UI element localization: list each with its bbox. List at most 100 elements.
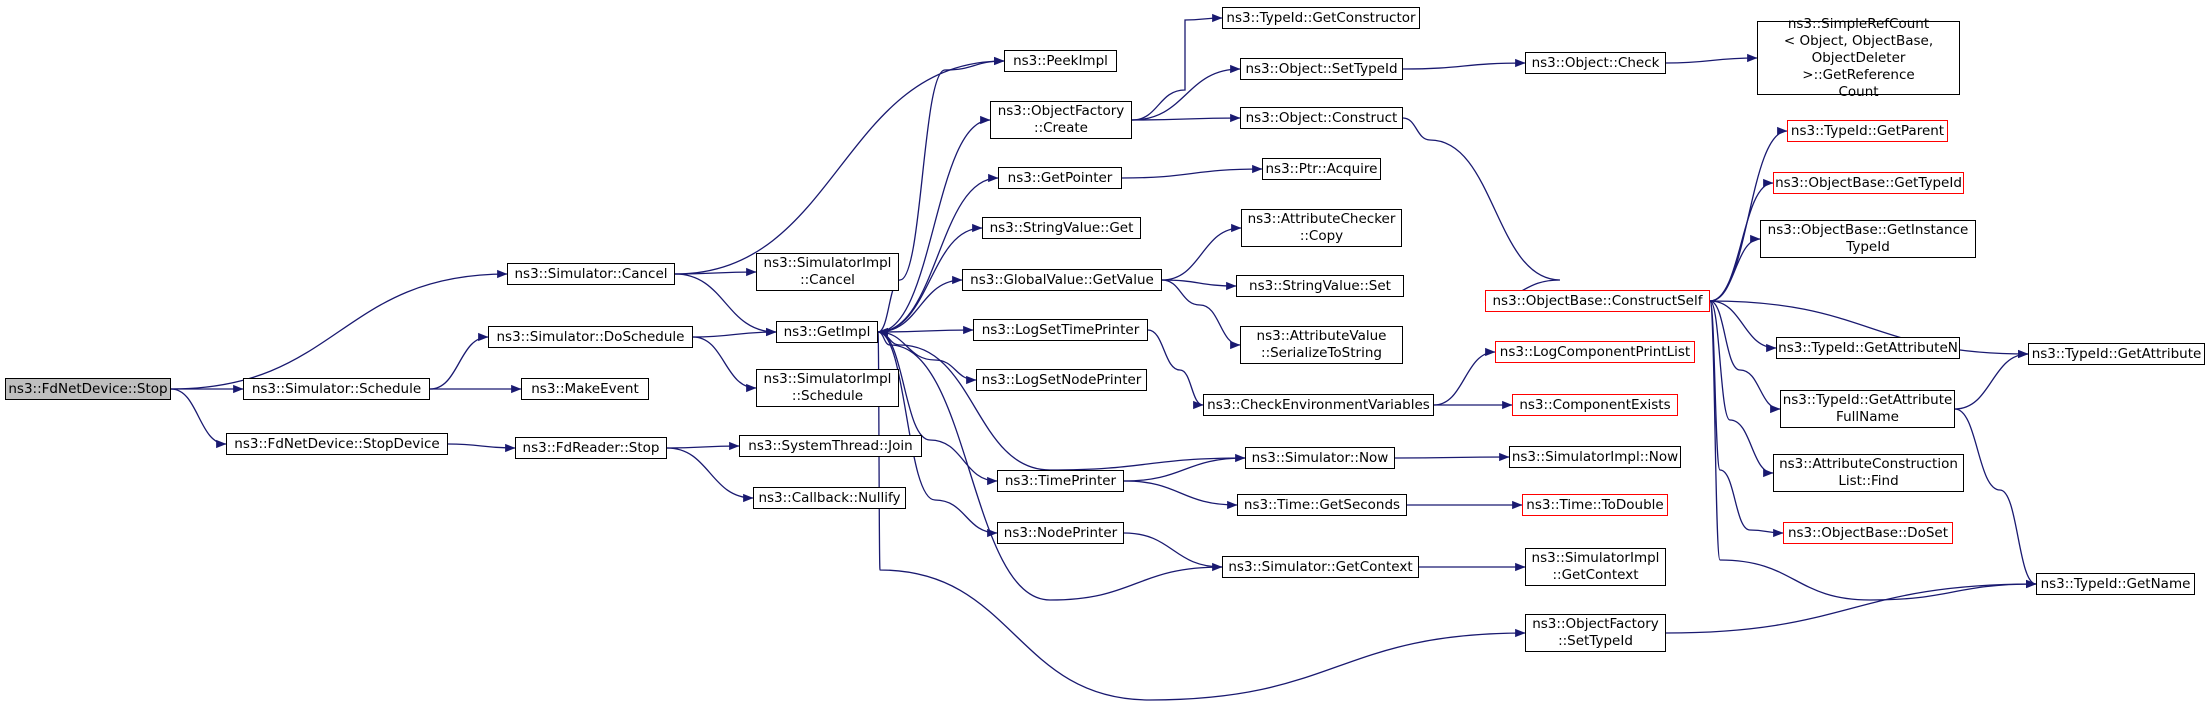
edge-sim-schedule-to-sim-doschedule	[429, 332, 489, 390]
edge-globalvalue-getvalue-to-stringvalue-set	[1161, 279, 1237, 291]
graph-node-typeid-getparent[interactable]: ns3::TypeId::GetParent	[1787, 120, 1948, 142]
edge-objfactory-create-to-object-construct	[1131, 113, 1241, 123]
edge-getimpl-to-objfactory-create	[877, 115, 991, 333]
graph-node-typeid-getattribute[interactable]: ns3::TypeId::GetAttribute	[2028, 343, 2205, 365]
edge-nodeprinter-to-sim-getcontext	[1123, 532, 1223, 572]
graph-node-objbase-gettypeid[interactable]: ns3::ObjectBase::GetTypeId	[1773, 172, 1964, 194]
graph-node-checkenvvars[interactable]: ns3::CheckEnvironmentVariables	[1203, 394, 1434, 416]
graph-node-typeid-getattrfullname[interactable]: ns3::TypeId::GetAttribute FullName	[1780, 390, 1955, 428]
graph-node-typeid-getattributen[interactable]: ns3::TypeId::GetAttributeN	[1776, 337, 1960, 359]
edge-getpointer-to-ptr-acquire	[1121, 164, 1263, 179]
graph-node-sim-schedule[interactable]: ns3::Simulator::Schedule	[243, 378, 430, 400]
edge-objbase-constructself-to-typeid-getattributen	[1709, 300, 1777, 353]
graph-node-typeid-getconstructor[interactable]: ns3::TypeId::GetConstructor	[1222, 7, 1420, 29]
graph-node-systhread-join[interactable]: ns3::SystemThread::Join	[739, 435, 922, 457]
edge-timeprinter-to-time-getseconds	[1123, 480, 1238, 510]
graph-node-stringvalue-get[interactable]: ns3::StringValue::Get	[982, 217, 1141, 239]
edge-fdnet-stop-to-sim-cancel	[170, 269, 508, 390]
edge-objbase-constructself-to-typeid-getname	[1709, 300, 2037, 601]
graph-node-simimpl-getcontext[interactable]: ns3::SimulatorImpl ::GetContext	[1525, 548, 1666, 586]
edge-objbase-constructself-to-objbase-doset	[1709, 300, 1784, 538]
graph-node-object-settypeid[interactable]: ns3::Object::SetTypeId	[1240, 58, 1403, 80]
edge-fdnet-stop-to-fdnet-stopdevice	[170, 388, 227, 449]
edge-sim-doschedule-to-getimpl	[692, 327, 777, 338]
edge-objbase-constructself-to-attrconstructionlist-find	[1709, 300, 1774, 478]
graph-node-attrvalue-serialize[interactable]: ns3::AttributeValue ::SerializeToString	[1240, 326, 1403, 364]
graph-node-objbase-getinstancetypeid[interactable]: ns3::ObjectBase::GetInstance TypeId	[1760, 220, 1976, 258]
graph-node-logsettimeprinter[interactable]: ns3::LogSetTimePrinter	[973, 319, 1148, 341]
graph-node-simimpl-schedule[interactable]: ns3::SimulatorImpl ::Schedule	[756, 369, 899, 407]
edge-getimpl-to-timeprinter	[877, 331, 998, 486]
graph-node-getpointer[interactable]: ns3::GetPointer	[998, 167, 1122, 189]
edge-logsettimeprinter-to-checkenvvars	[1147, 329, 1204, 410]
edge-typeid-getattrfullname-to-typeid-getname	[1954, 408, 2037, 589]
edge-objbase-constructself-to-objbase-getinstancetypeid	[1709, 234, 1761, 302]
graph-node-simimpl-now[interactable]: ns3::SimulatorImpl::Now	[1509, 446, 1681, 468]
graph-node-ptr-acquire[interactable]: ns3::Ptr::Acquire	[1262, 158, 1381, 180]
graph-node-objbase-doset[interactable]: ns3::ObjectBase::DoSet	[1783, 522, 1953, 544]
graph-node-time-todouble[interactable]: ns3::Time::ToDouble	[1522, 494, 1668, 516]
edge-fdnet-stopdevice-to-fdreader-stop	[447, 443, 516, 453]
graph-node-fdreader-stop[interactable]: ns3::FdReader::Stop	[515, 437, 667, 459]
graph-node-sim-cancel[interactable]: ns3::Simulator::Cancel	[507, 263, 675, 285]
edge-objfactory-create-to-object-settypeid	[1131, 64, 1241, 121]
edge-object-settypeid-to-object-check	[1402, 58, 1526, 70]
edge-getimpl-to-logsetnodeprinter	[877, 331, 977, 385]
edge-getimpl-to-peekimpl	[877, 56, 1005, 333]
graph-node-logsetnodeprinter[interactable]: ns3::LogSetNodePrinter	[976, 369, 1147, 391]
graph-node-object-check[interactable]: ns3::Object::Check	[1525, 52, 1666, 74]
edge-getimpl-to-logsettimeprinter	[877, 325, 974, 335]
edge-sim-getcontext-to-getimpl	[877, 327, 1223, 601]
graph-node-makeevent[interactable]: ns3::MakeEvent	[521, 378, 649, 400]
graph-node-nodeprinter[interactable]: ns3::NodePrinter	[997, 522, 1124, 544]
edge-timeprinter-to-sim-now	[1123, 453, 1246, 482]
graph-node-attrchecker-copy[interactable]: ns3::AttributeChecker ::Copy	[1241, 209, 1402, 247]
graph-node-peekimpl[interactable]: ns3::PeekImpl	[1004, 50, 1117, 72]
graph-node-getimpl[interactable]: ns3::GetImpl	[776, 321, 878, 343]
graph-node-fdnet-stopdevice[interactable]: ns3::FdNetDevice::StopDevice	[226, 433, 448, 455]
edge-getimpl-to-globalvalue-getvalue	[877, 275, 963, 333]
edge-objbase-constructself-to-typeid-getattribute	[1709, 300, 2029, 359]
edge-sim-now-to-getimpl	[877, 327, 1246, 471]
graph-node-attrconstructionlist-find[interactable]: ns3::AttributeConstruction List::Find	[1773, 454, 1964, 492]
graph-node-sim-doschedule[interactable]: ns3::Simulator::DoSchedule	[488, 326, 693, 348]
graph-node-stringvalue-set[interactable]: ns3::StringValue::Set	[1236, 275, 1404, 297]
graph-node-componentexists[interactable]: ns3::ComponentExists	[1512, 394, 1678, 416]
edge-sim-now-to-simimpl-now	[1394, 452, 1510, 462]
edge-getimpl-to-nodeprinter	[877, 331, 998, 538]
graph-node-timeprinter[interactable]: ns3::TimePrinter	[997, 470, 1124, 492]
graph-node-logcomponentprintlist[interactable]: ns3::LogComponentPrintList	[1495, 341, 1695, 363]
graph-node-fdnet-stop[interactable]: ns3::FdNetDevice::Stop	[5, 378, 171, 400]
graph-node-object-construct[interactable]: ns3::Object::Construct	[1240, 107, 1403, 129]
edge-objfactory-create-to-typeid-getconstructor	[1131, 13, 1223, 121]
edge-sim-cancel-to-getimpl	[674, 273, 777, 337]
graph-node-time-getseconds[interactable]: ns3::Time::GetSeconds	[1237, 494, 1407, 516]
graph-node-callback-nullify[interactable]: ns3::Callback::Nullify	[753, 487, 906, 509]
graph-node-typeid-getname[interactable]: ns3::TypeId::GetName	[2036, 573, 2195, 595]
edge-objfactory-settypeid-to-typeid-getname	[1665, 579, 2037, 634]
edge-object-check-to-simplerefcount	[1665, 53, 1758, 64]
edge-objbase-constructself-to-typeid-getattrfullname	[1709, 300, 1781, 414]
edge-typeid-getattrfullname-to-typeid-getattribute	[1954, 349, 2029, 410]
edge-sim-doschedule-to-simimpl-schedule	[692, 336, 757, 393]
edge-getimpl-to-stringvalue-get	[877, 223, 983, 333]
edge-objbase-constructself-to-objbase-gettypeid	[1709, 178, 1774, 302]
edge-sim-cancel-to-simimpl-cancel	[674, 267, 757, 277]
edge-globalvalue-getvalue-to-attrchecker-copy	[1161, 223, 1242, 281]
edge-object-construct-to-objbase-constructself	[1402, 117, 1561, 306]
graph-node-globalvalue-getvalue[interactable]: ns3::GlobalValue::GetValue	[962, 269, 1162, 291]
edge-fdreader-stop-to-callback-nullify	[666, 447, 754, 503]
edge-checkenvvars-to-logcomponentprintlist	[1433, 347, 1496, 406]
graph-node-sim-getcontext[interactable]: ns3::Simulator::GetContext	[1222, 556, 1419, 578]
graph-node-objfactory-create[interactable]: ns3::ObjectFactory ::Create	[990, 101, 1132, 139]
graph-node-objbase-constructself[interactable]: ns3::ObjectBase::ConstructSelf	[1485, 290, 1710, 312]
graph-node-simimpl-cancel[interactable]: ns3::SimulatorImpl ::Cancel	[756, 253, 899, 291]
graph-node-sim-now[interactable]: ns3::Simulator::Now	[1245, 447, 1395, 469]
edge-fdreader-stop-to-systhread-join	[666, 441, 740, 451]
edge-globalvalue-getvalue-to-attrvalue-serialize	[1161, 279, 1241, 350]
graph-node-objfactory-settypeid[interactable]: ns3::ObjectFactory ::SetTypeId	[1525, 614, 1666, 652]
graph-node-simplerefcount[interactable]: ns3::SimpleRefCount < Object, ObjectBase…	[1757, 16, 1960, 100]
edge-sim-cancel-to-peekimpl	[674, 56, 1005, 275]
